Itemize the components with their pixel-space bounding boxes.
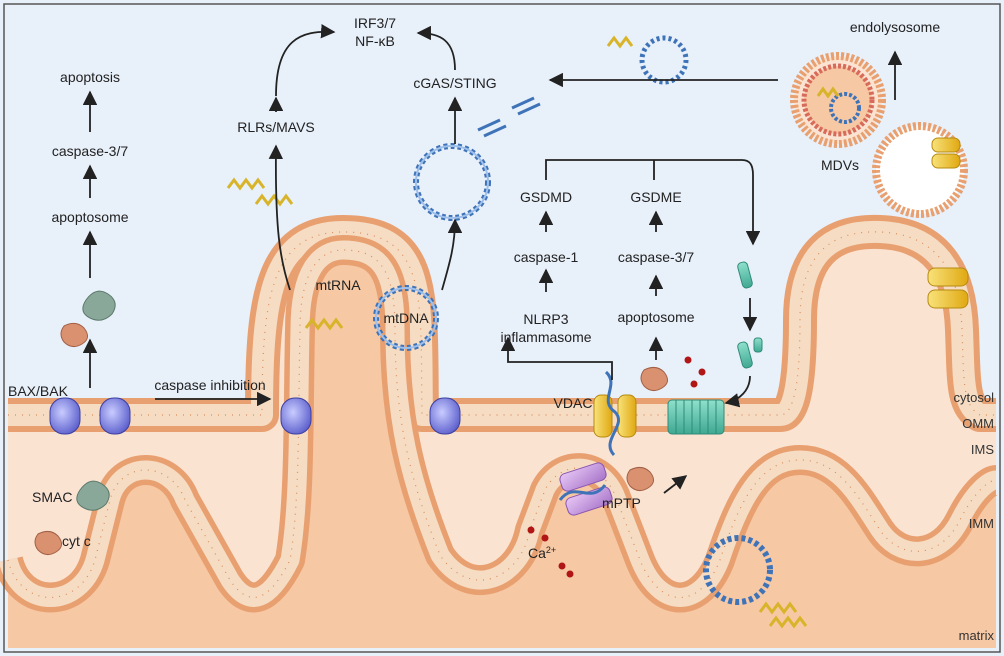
cytosol-label: cytosol: [954, 390, 995, 405]
cgas-sting-label: cGAS/STING: [413, 75, 496, 91]
vdac-channel-bulge: [927, 267, 969, 309]
endolysosome-label: endolysosome: [850, 19, 940, 35]
mtdna-label: mtDNA: [383, 310, 429, 326]
gsdme-label: GSDME: [630, 189, 681, 205]
ims-label: IMS: [971, 442, 994, 457]
gsdmd-label: GSDMD: [520, 189, 572, 205]
caspase-inhibition-label: caspase inhibition: [154, 377, 265, 393]
mdv-vesicle-large: [790, 52, 886, 148]
inner-mitochondrial-membrane: [0, 235, 1000, 613]
matrix-label: matrix: [959, 628, 995, 643]
omm-label: OMM: [962, 416, 994, 431]
mdvs-label: MDVs: [821, 157, 859, 173]
mptp-label: mPTP: [602, 495, 641, 511]
pathway-arrows: [82, 24, 903, 494]
vdac-channel: [593, 370, 637, 457]
caspase37-left-label: caspase-3/7: [52, 143, 128, 159]
irf-label-1: IRF3/7: [354, 15, 396, 31]
irf-label-2: NF-κB: [355, 33, 395, 49]
cytc-protein-vdac: [640, 366, 668, 392]
gasdermin-pore: [667, 399, 725, 435]
imm-label: IMM: [969, 516, 994, 531]
matrix-region: [8, 250, 996, 648]
mptp-channel: [558, 462, 613, 516]
mtdna-circle-inner-bottom: [703, 535, 773, 605]
caspase37-right-label: caspase-3/7: [618, 249, 694, 265]
cytc-protein-cytosol: [60, 322, 88, 348]
smac-protein-cytosol: [82, 290, 116, 321]
rna-fragments-cytosol: [226, 35, 634, 207]
nlrp3-label-2: inflammasome: [500, 329, 591, 345]
cytc-protein-ims: [34, 530, 62, 556]
bax-bak-pore-mid: [429, 397, 461, 435]
bax-bak-pore-center: [99, 397, 131, 435]
calcium-label-charge: 2+: [546, 545, 556, 555]
mdv-vesicle-small: [872, 122, 968, 218]
dna-fragments-cytosol: [477, 96, 541, 138]
rna-fragments-matrix: [304, 317, 808, 629]
caspase1-label: caspase-1: [514, 249, 579, 265]
mtdna-circle-cytosol: [413, 143, 491, 221]
cytc-protein-ims-right: [626, 466, 654, 492]
mtdna-circle-top: [639, 35, 689, 85]
mtdna-circle-matrix: [373, 285, 439, 351]
apoptosome-left-label: apoptosome: [51, 209, 128, 225]
mtrna-label: mtRNA: [315, 277, 361, 293]
bax-bak-pore-left: [49, 397, 81, 435]
apoptosis-label: apoptosis: [60, 69, 120, 85]
calcium-label-base: Ca: [528, 545, 546, 561]
cytc-label: cyt c: [62, 533, 91, 549]
bax-bak-label: BAX/BAK: [8, 383, 69, 399]
smac-label: SMAC: [32, 489, 72, 505]
nlrp3-label-1: NLRP3: [523, 311, 568, 327]
gsdm-bracket: [545, 159, 754, 230]
smac-protein-ims: [76, 480, 110, 511]
figure-frame: [3, 3, 1001, 653]
gasdermin-monomers: [737, 261, 763, 369]
calcium-label: Ca2+: [528, 545, 556, 561]
bax-bak-pore-right: [280, 397, 312, 435]
apoptosome-right-label: apoptosome: [617, 309, 694, 325]
rlrs-mavs-label: RLRs/MAVS: [237, 119, 315, 135]
calcium-ions: [527, 356, 706, 578]
vdac-label: VDAC: [554, 395, 593, 411]
